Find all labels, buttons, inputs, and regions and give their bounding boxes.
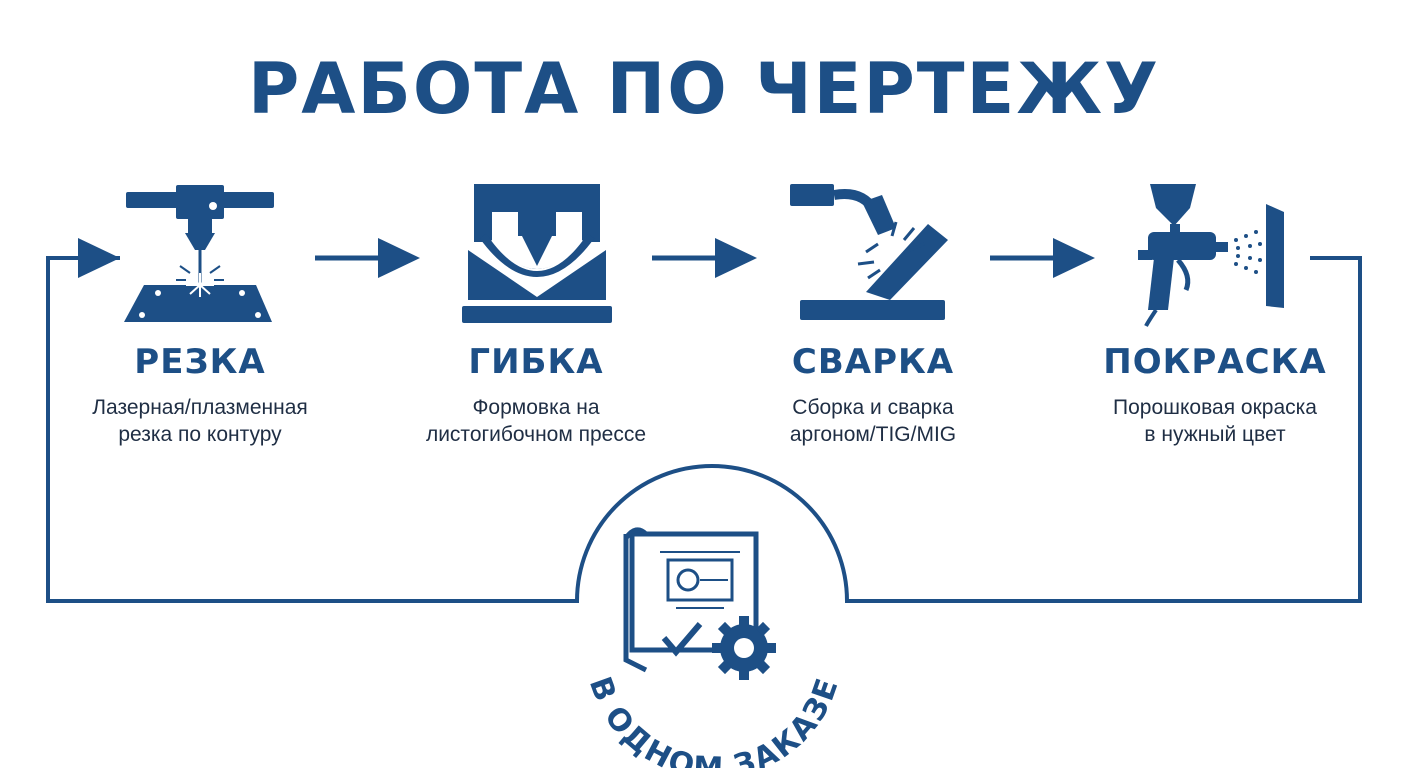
step-welding: СВАРКА Сборка и сварка аргоном/TIG/MIG	[723, 340, 1023, 448]
step-title: ГИБКА	[468, 342, 604, 382]
step-description: Сборка и сварка аргоном/TIG/MIG	[789, 396, 957, 446]
spray-gun-icon	[1138, 184, 1284, 327]
arrow-3-icon	[990, 238, 1095, 278]
arrow-2-icon	[652, 238, 757, 278]
step-title: РЕЗКА	[134, 342, 266, 382]
badge-caption: В ОДНОМ ЗАКАЗЕ	[582, 672, 846, 768]
step-title: ПОКРАСКА	[1103, 342, 1327, 382]
page-title: РАБОТА ПО ЧЕРТЕЖУ	[247, 48, 1160, 130]
step-description: Порошковая окраска в нужный цвет	[1113, 396, 1317, 446]
step-cutting: РЕЗКА Лазерная/плазменная резка по конту…	[50, 340, 350, 448]
loop-connector	[46, 256, 1362, 603]
welding-torch-icon	[790, 184, 948, 320]
step-description: Лазерная/плазменная резка по контуру	[92, 396, 308, 446]
step-painting: ПОКРАСКА Порошковая окраска в нужный цве…	[1065, 340, 1365, 448]
step-title: СВАРКА	[791, 342, 955, 382]
blueprint-gear-check-icon	[623, 527, 776, 680]
step-description: Формовка на листогибочном прессе	[425, 396, 647, 446]
laser-cutter-icon	[124, 185, 274, 322]
press-brake-icon	[462, 184, 612, 323]
loop-arrowhead	[78, 238, 120, 278]
arrow-1-icon	[315, 238, 420, 278]
step-bending: ГИБКА Формовка на листогибочном прессе	[386, 340, 686, 448]
